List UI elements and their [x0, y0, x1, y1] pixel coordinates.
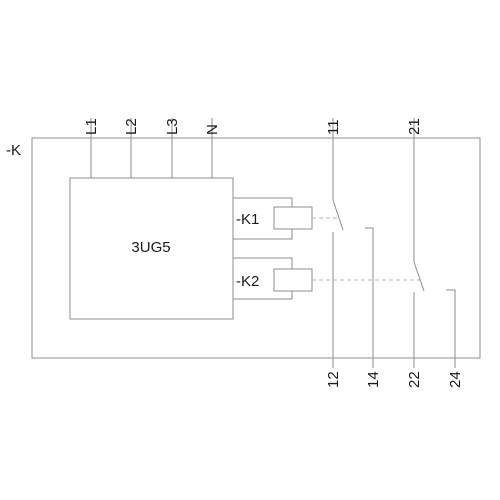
terminal-label-14: 14 [365, 371, 382, 388]
k2-wire-bottom [233, 291, 293, 300]
terminal-label-l1: L1 [83, 118, 100, 135]
relay-label-k2: -K2 [236, 273, 259, 290]
module-box [69, 177, 234, 320]
terminal-label-21: 21 [406, 118, 423, 135]
terminal-label-22: 22 [406, 371, 423, 388]
terminal-label-11: 11 [325, 119, 342, 135]
contact-11-switch [332, 199, 344, 231]
terminal-label-24: 24 [447, 371, 464, 388]
k2-coil [273, 268, 313, 292]
contact-21-switch [413, 261, 425, 292]
terminal-label-n: N [204, 124, 221, 135]
contact-24-lead [446, 289, 456, 368]
k1-wire-bottom [233, 229, 293, 240]
terminal-label-l2: L2 [123, 118, 140, 135]
device-tag: -K [6, 142, 21, 159]
k1-wire-top [233, 197, 293, 207]
contact-14-lead [365, 227, 374, 368]
terminal-label-12: 12 [325, 371, 342, 388]
device-enclosure [31, 137, 481, 359]
terminal-label-l3: L3 [164, 118, 181, 135]
module-label: 3UG5 [131, 239, 170, 256]
k1-coil [273, 206, 313, 230]
k2-wire-top [233, 257, 293, 269]
relay-label-k1: -K1 [236, 211, 259, 228]
